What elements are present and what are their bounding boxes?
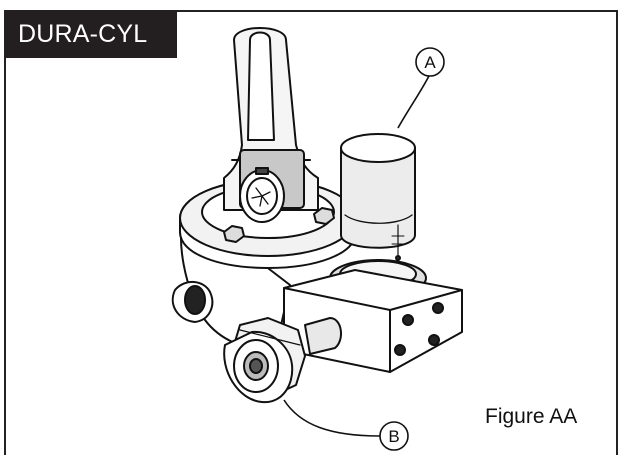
- pressure-gauge: [239, 167, 285, 223]
- figure-frame: [4, 10, 618, 455]
- product-tag: DURA-CYL: [4, 10, 177, 58]
- callout-b: [283, 399, 409, 451]
- side-fitting-knob: [184, 285, 206, 315]
- flange-bolt: [223, 225, 245, 243]
- callout-b-label: B: [388, 427, 399, 446]
- callout-a: [397, 47, 445, 129]
- flange-bolt: [313, 207, 335, 225]
- regulator-cylinder: [340, 133, 416, 261]
- outlet-fitting: [304, 317, 342, 355]
- handwheel-valve: [223, 317, 306, 404]
- valve-block: [283, 269, 463, 373]
- callout-a-label: A: [424, 53, 436, 72]
- figure-caption: Figure AA: [485, 405, 578, 428]
